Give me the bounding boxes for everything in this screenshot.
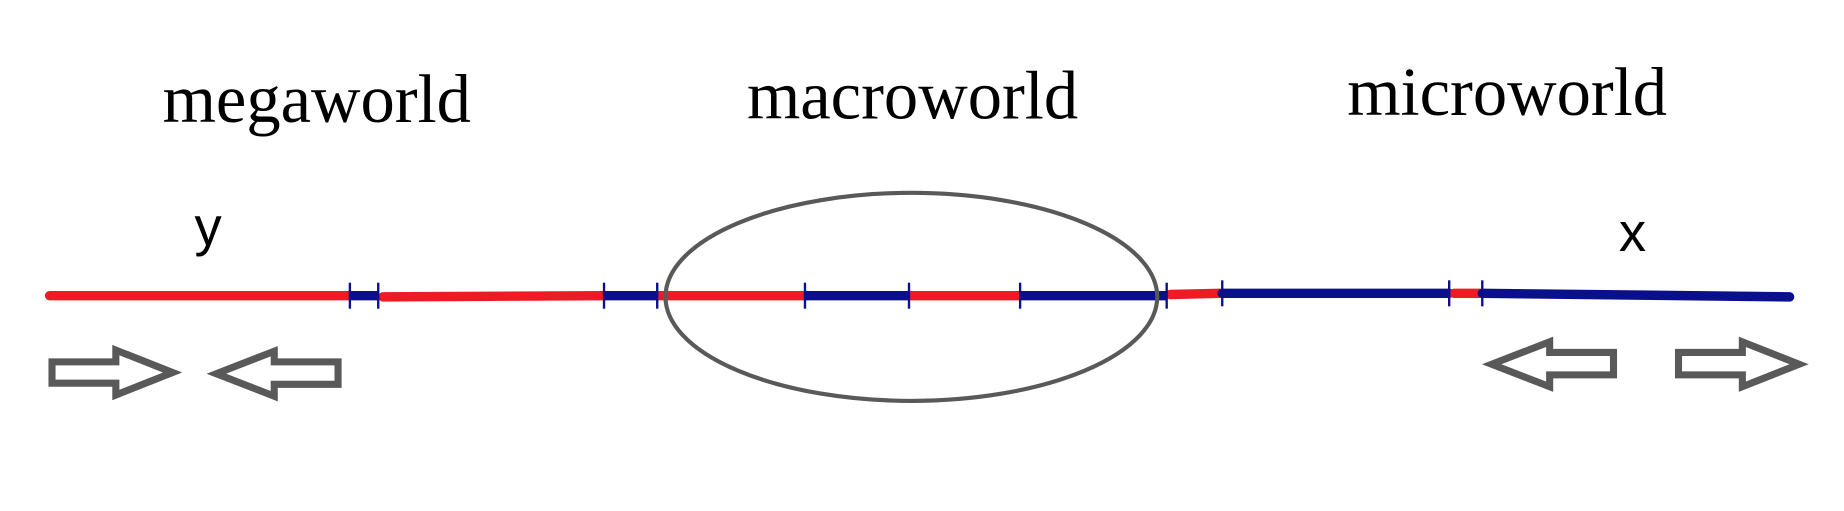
tick-marks xyxy=(348,280,1484,309)
label-megaworld: megaworld xyxy=(163,61,471,137)
label-microworld: microworld xyxy=(1347,54,1667,130)
arrow-left-icon xyxy=(1481,336,1618,392)
arrow-right-icon xyxy=(48,344,183,401)
arrows xyxy=(48,336,1809,402)
scale-line xyxy=(44,288,1795,302)
segment-red xyxy=(1165,288,1225,300)
segment-red xyxy=(378,290,609,302)
label-y: y xyxy=(194,196,222,257)
arrow-right-icon xyxy=(1674,336,1809,392)
macroworld-ellipse xyxy=(663,190,1160,403)
label-macroworld: macroworld xyxy=(747,57,1078,133)
segment-blue xyxy=(1477,288,1795,302)
label-x: x xyxy=(1619,202,1646,263)
arrow-left-icon xyxy=(206,346,342,402)
